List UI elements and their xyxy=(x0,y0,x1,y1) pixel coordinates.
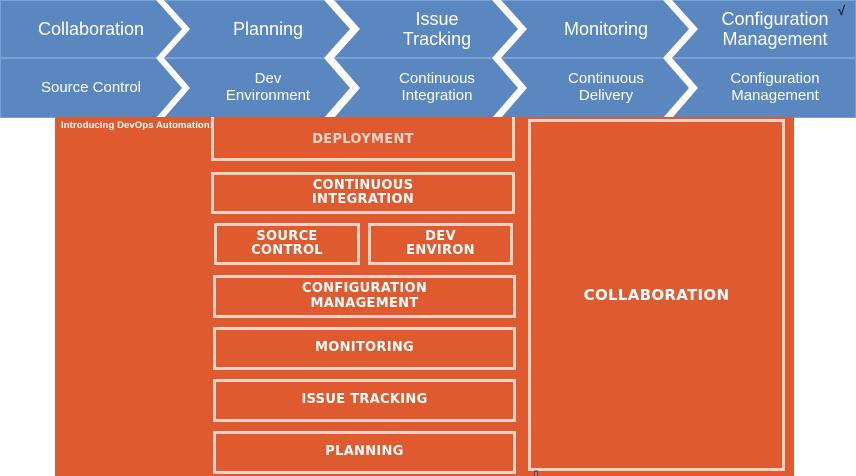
box-planning: PLANNING xyxy=(213,431,516,474)
chevron-label: Configuration Management xyxy=(730,70,820,104)
box-source-control: SOURCE CONTROL xyxy=(214,223,360,265)
chevron-monitoring: Monitoring xyxy=(501,0,689,58)
box-label: ISSUE TRACKING xyxy=(301,392,428,408)
box-label: MONITORING xyxy=(314,340,415,356)
video-frame: Introducing DevOps Automation: DevOps Te… xyxy=(55,117,794,476)
box-dev-environ: DEV ENVIRON xyxy=(368,223,513,265)
chevron-label: Collaboration xyxy=(37,18,145,39)
box-issue-tracking: ISSUE TRACKING xyxy=(213,379,516,422)
chevron-source-control: Source Control xyxy=(0,58,182,118)
chevron-continuous-integration: Continuous Integration xyxy=(334,58,518,118)
chevron-label: Dev Environment xyxy=(225,70,311,104)
chevron-planning: Planning xyxy=(164,0,350,58)
box-configuration-management: CONFIGURATION MANAGEMENT xyxy=(213,275,516,318)
chevron-label: Monitoring xyxy=(563,18,649,39)
hand-cursor-icon xyxy=(534,470,538,476)
box-monitoring: MONITORING xyxy=(213,327,516,370)
checkmark-icon: √ xyxy=(838,3,846,18)
box-label: PLANNING xyxy=(325,444,404,460)
chevron-label: Continuous Integration xyxy=(399,70,475,104)
box-collaboration: COLLABORATION xyxy=(528,119,785,471)
chevron-collaboration: Collaboration xyxy=(0,0,182,58)
chevron-dev-environment: Dev Environment xyxy=(164,58,350,118)
box-label: COLLABORATION xyxy=(583,285,730,304)
chevron-configuration-management: Configuration Management xyxy=(672,0,856,58)
chevron-configuration-management-2: Configuration Management xyxy=(672,58,856,118)
chevron-label: Continuous Delivery xyxy=(568,70,644,104)
box-label: CONTINUOUS INTEGRATION xyxy=(311,177,415,207)
box-label: DEPLOYMENT xyxy=(312,131,414,147)
chevron-label: Issue Tracking xyxy=(402,8,472,49)
box-deployment: DEPLOYMENT xyxy=(211,117,515,161)
chevron-continuous-delivery: Continuous Delivery xyxy=(501,58,689,118)
chevron-label: Planning xyxy=(232,18,304,39)
chevron-issue-tracking: Issue Tracking xyxy=(334,0,518,58)
box-continuous-integration: CONTINUOUS INTEGRATION xyxy=(211,172,515,214)
chevron-label: Configuration Management xyxy=(721,8,829,49)
box-label: CONFIGURATION MANAGEMENT xyxy=(301,281,427,311)
box-label: DEV ENVIRON xyxy=(406,228,475,258)
chevron-label: Source Control xyxy=(40,78,142,96)
box-label: SOURCE CONTROL xyxy=(251,228,323,258)
